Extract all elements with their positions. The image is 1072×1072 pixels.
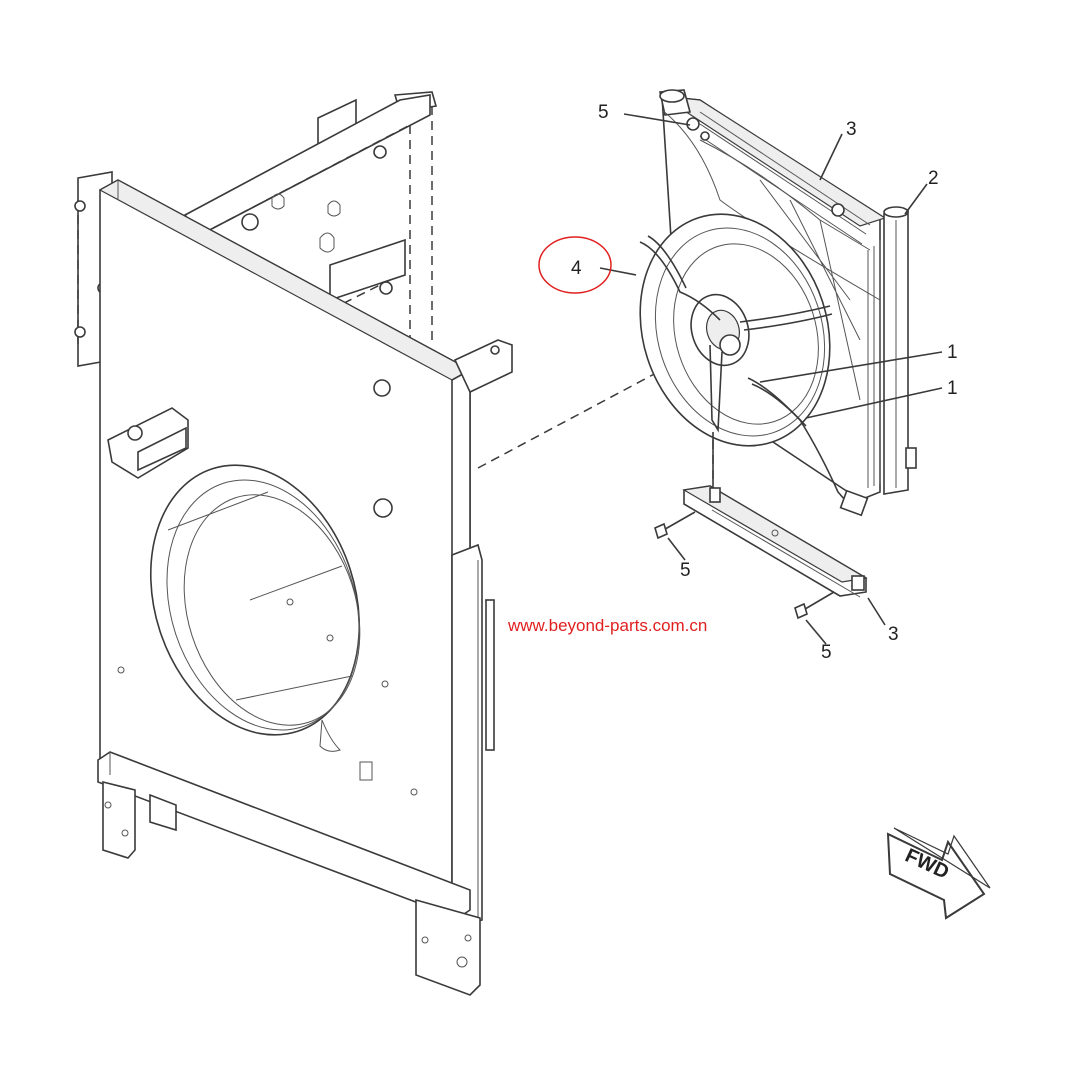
bolt-mid xyxy=(654,511,696,540)
callout-3-bottom: 3 xyxy=(888,624,899,645)
highlight-circle xyxy=(538,236,612,294)
leader-lines xyxy=(599,113,943,645)
callout-1-lower: 1 xyxy=(947,378,958,399)
callout-5-bottom: 5 xyxy=(821,642,832,663)
callout-5-top: 5 xyxy=(598,102,609,123)
callout-1-upper: 1 xyxy=(947,342,958,363)
fan-radiator-assembly xyxy=(639,89,917,620)
watermark-url: www.beyond-parts.com.cn xyxy=(507,616,707,635)
shroud-frame xyxy=(74,91,513,996)
callout-2: 2 xyxy=(928,168,939,189)
bolt-lower xyxy=(794,591,835,620)
callout-4: 4 xyxy=(571,258,582,279)
callout-5-mid: 5 xyxy=(680,560,691,581)
fwd-arrow-icon: FWD xyxy=(886,827,991,920)
callout-3-top: 3 xyxy=(846,119,857,140)
